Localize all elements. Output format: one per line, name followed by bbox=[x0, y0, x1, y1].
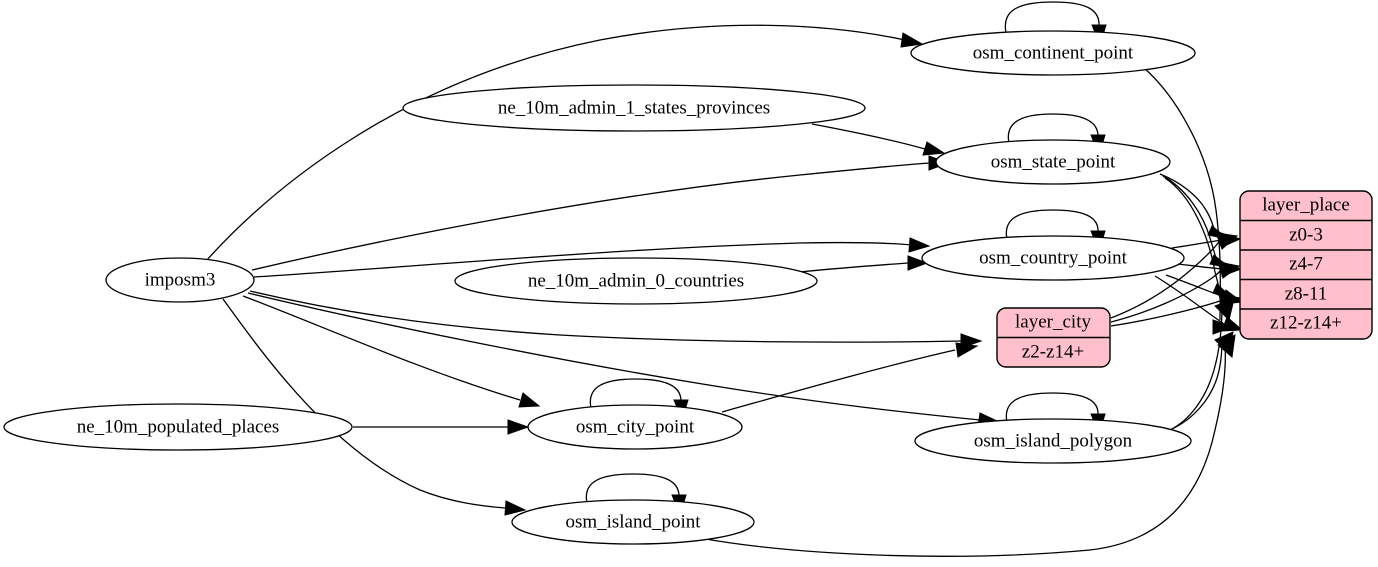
node-osm_country_point[interactable]: osm_country_point bbox=[921, 235, 1185, 281]
record-node-layer: layer_place z0-3 z4-7 z8-11 z12-z14+ lay… bbox=[996, 190, 1373, 368]
edge-osm_country_point-to-layer_place-z12 bbox=[1154, 275, 1244, 332]
edge-osm_island_polygon-to-layer_place-z8 bbox=[1169, 298, 1235, 431]
record-layer_place-header: layer_place bbox=[1262, 194, 1350, 215]
node-imposm3[interactable]: imposm3 bbox=[105, 257, 255, 303]
node-osm_island_polygon[interactable]: osm_island_polygon bbox=[914, 418, 1192, 464]
edge-layer_city-to-layer_place-z0 bbox=[1110, 232, 1239, 319]
node-osm_continent_point[interactable]: osm_continent_point bbox=[910, 30, 1196, 76]
node-osm_city_point-label: osm_city_point bbox=[576, 416, 695, 437]
edge-ne_countries-to-osm_country_point bbox=[798, 255, 929, 273]
edge-osm_city_point-to-layer_city bbox=[721, 342, 979, 413]
edge-imposm3-to-osm_city_point bbox=[242, 295, 541, 408]
ellipse-node-layer: imposm3 ne_10m_admin_1_states_provinces … bbox=[3, 30, 1196, 545]
node-osm_city_point[interactable]: osm_city_point bbox=[527, 404, 743, 450]
node-ne_countries-label: ne_10m_admin_0_countries bbox=[528, 270, 744, 291]
node-osm_island_polygon-label: osm_island_polygon bbox=[974, 430, 1133, 451]
edge-layer bbox=[205, 1, 1244, 557]
record-node-layer_place[interactable]: layer_place z0-3 z4-7 z8-11 z12-z14+ bbox=[1239, 190, 1373, 340]
edge-osm_island_point-to-layer_place-z12 bbox=[699, 334, 1236, 557]
node-osm_state_point-label: osm_state_point bbox=[991, 151, 1116, 172]
edge-imposm3-to-osm_continent_point bbox=[205, 24, 924, 262]
node-osm_state_point[interactable]: osm_state_point bbox=[935, 139, 1171, 185]
record-layer_place-row-z8-11: z8-11 bbox=[1285, 283, 1328, 304]
node-osm_island_point-label: osm_island_point bbox=[565, 511, 701, 532]
record-layer_city-row-z2-z14plus: z2-z14+ bbox=[1022, 341, 1084, 362]
node-ne_populated-label: ne_10m_populated_places bbox=[77, 416, 280, 437]
record-node-layer_city[interactable]: layer_city z2-z14+ bbox=[996, 307, 1111, 368]
node-osm_continent_point-label: osm_continent_point bbox=[973, 42, 1134, 63]
record-layer_place-row-z0-3: z0-3 bbox=[1289, 224, 1323, 245]
edge-imposm3-to-osm_country_point bbox=[253, 237, 931, 278]
node-ne_10m_populated_places[interactable]: ne_10m_populated_places bbox=[3, 403, 353, 451]
edge-ne_states-to-osm_state_point bbox=[811, 123, 946, 156]
node-ne_states-label: ne_10m_admin_1_states_provinces bbox=[498, 97, 770, 118]
edge-imposm3-to-osm_island_point bbox=[222, 298, 527, 516]
record-layer_city-header: layer_city bbox=[1015, 311, 1091, 332]
node-imposm3-label: imposm3 bbox=[145, 269, 216, 290]
node-ne_10m_admin_0_countries[interactable]: ne_10m_admin_0_countries bbox=[454, 257, 818, 305]
record-layer_place-row-z12-z14plus: z12-z14+ bbox=[1270, 312, 1342, 333]
node-osm_country_point-label: osm_country_point bbox=[979, 247, 1127, 268]
record-layer_place-row-z4-7: z4-7 bbox=[1289, 253, 1323, 274]
node-ne_10m_admin_1_states_provinces[interactable]: ne_10m_admin_1_states_provinces bbox=[402, 84, 866, 132]
edge-ne_populated-to-osm_city_point bbox=[353, 419, 530, 435]
node-osm_island_point[interactable]: osm_island_point bbox=[511, 499, 755, 545]
edge-layer_city-to-layer_place-z4 bbox=[1110, 261, 1241, 323]
